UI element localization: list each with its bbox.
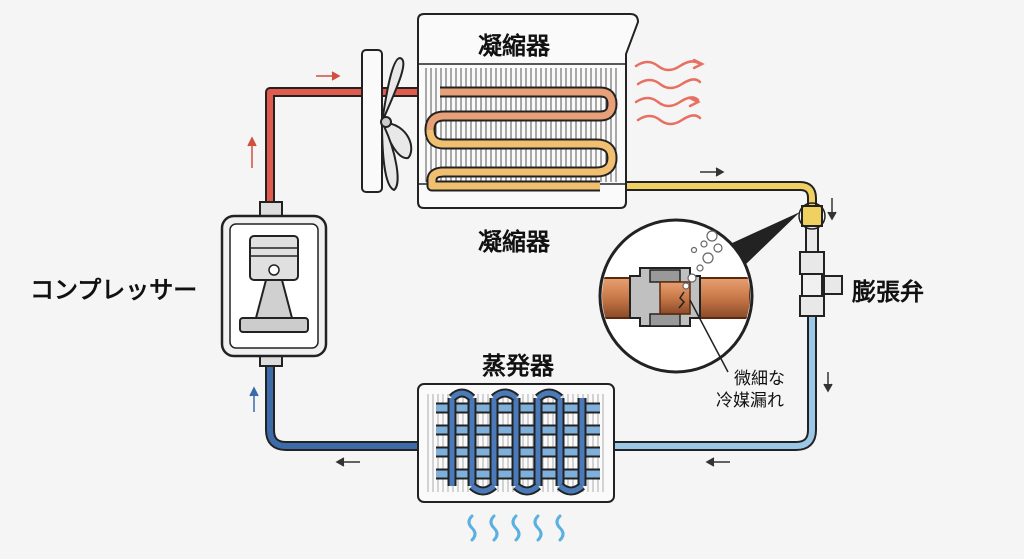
leak-label-line1: 微細な	[734, 369, 785, 389]
condenser-title: 凝縮器	[478, 32, 550, 60]
heat-wave-icon	[634, 58, 705, 126]
piston-icon	[239, 235, 309, 333]
leak-label-line2: 冷媒漏れ	[716, 391, 784, 411]
evaporator-label: 蒸発器	[482, 352, 554, 380]
crack-icon	[678, 291, 686, 309]
flow-arrow-icon	[247, 71, 837, 467]
cold-wave-icon	[467, 514, 565, 542]
fan-icon	[361, 49, 413, 193]
leak-callout	[598, 212, 800, 374]
cool-line	[610, 316, 817, 451]
evaporator-unit	[417, 383, 615, 503]
discharge-line	[265, 87, 460, 208]
condenser-unit	[417, 13, 640, 209]
compressor-label: コンプレッサー	[30, 276, 198, 304]
bubble-icon	[682, 230, 723, 290]
expansion-valve-label: 膨張弁	[852, 278, 924, 306]
compressor-unit	[220, 201, 328, 367]
liquid-line	[600, 181, 817, 212]
condenser-label: 凝縮器	[478, 228, 550, 256]
expansion-valve	[798, 202, 843, 317]
suction-line	[265, 362, 430, 451]
